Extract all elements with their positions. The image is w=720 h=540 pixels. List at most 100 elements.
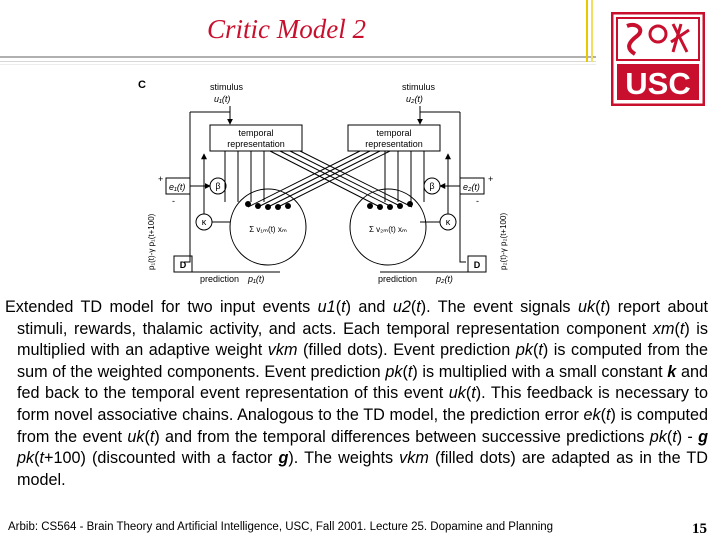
- caption-text: (: [666, 427, 673, 446]
- caption-text: ) is multiplied with an adaptive weight: [17, 319, 708, 360]
- caption-text: (: [595, 298, 601, 316]
- td-model-diagram: C stimulus u₁(t) stimulus u₂(t) temporal…: [138, 79, 508, 284]
- logo-emblem-center: [648, 24, 668, 44]
- footer-text: Arbib: CS564 - Brain Theory and Artifici…: [8, 521, 554, 533]
- caption-text: (: [34, 449, 40, 468]
- prediction-right-label: prediction: [378, 274, 417, 284]
- caption-text: (: [532, 341, 539, 360]
- vertical-right-label: p₂(t)-γ p₂(t+100): [499, 213, 508, 270]
- temporal-left-1: temporal: [238, 128, 273, 138]
- error-right-label: e₂(t): [463, 182, 480, 192]
- beta-right-label: β: [429, 181, 434, 191]
- caption-paragraph: Extended TD model for two input events u…: [5, 297, 708, 491]
- plus-left: +: [158, 174, 163, 184]
- caption-var: pk: [385, 362, 403, 381]
- caption-text: (: [402, 362, 408, 381]
- caption-var: g: [278, 449, 289, 468]
- temporal-right-1: temporal: [376, 128, 411, 138]
- accent-line-2: [591, 0, 593, 62]
- minus-right: -: [476, 196, 479, 206]
- temporal-right-2: representation: [365, 139, 423, 149]
- sum-right-label: Σ v₂ₘ(t) xₘ: [369, 225, 407, 234]
- vertical-left-label: p₁(t)-γ p₁(t+100): [147, 213, 156, 270]
- caption-var: t: [471, 384, 476, 403]
- caption-var: vkm: [399, 449, 429, 468]
- caption-var: t: [672, 427, 677, 446]
- caption-text: ) is computed from the event: [17, 405, 708, 446]
- slide-title: Critic Model 2: [207, 14, 366, 44]
- caption-text: ). The event signals: [420, 298, 578, 316]
- caption-var: t: [538, 341, 543, 360]
- temporal-box-left: [209, 124, 303, 152]
- kappa-right-label: κ: [446, 217, 451, 227]
- caption-text: (: [674, 319, 680, 338]
- kappa-left-label: κ: [202, 217, 207, 227]
- stimulus-left-label: stimulus: [210, 82, 244, 92]
- caption-var: vkm: [267, 341, 298, 360]
- caption-text: ) and: [345, 298, 393, 316]
- usc-logo: USC: [611, 12, 705, 106]
- temporal-left-2: representation: [227, 139, 285, 149]
- accent-line: [586, 0, 588, 62]
- delay-box-left: [173, 255, 193, 273]
- caption-var: t: [416, 298, 421, 316]
- delay-right-label: D: [474, 260, 481, 270]
- caption-text: Extended TD model for two input events: [5, 298, 318, 316]
- caption-var: t: [606, 405, 611, 424]
- caption-var: t: [600, 298, 605, 316]
- title-rule-shadow-2: [0, 64, 596, 65]
- caption-var: uk: [448, 384, 466, 403]
- sum-left-label: Σ v₁ₘ(t) xₘ: [249, 225, 287, 234]
- temporal-box-right: [347, 124, 441, 152]
- caption-var: g: [698, 427, 708, 446]
- caption-text: ) is computed from the sum of the weight…: [17, 341, 708, 381]
- caption-var: t: [149, 427, 155, 446]
- minus-left: -: [172, 196, 175, 206]
- page-number: 15: [692, 521, 707, 537]
- caption-text: ) and from the temporal differences betw…: [154, 427, 650, 446]
- caption-var: k: [667, 362, 677, 381]
- caption-text: ) -: [676, 427, 699, 446]
- logo-emblem-right: [670, 23, 690, 53]
- caption-var: pk: [649, 427, 667, 446]
- caption-text: (: [410, 298, 417, 316]
- caption-var: xm: [652, 319, 675, 338]
- sum-circle-left: [229, 188, 307, 266]
- caption-text: (: [600, 405, 607, 424]
- caption-var: uk: [127, 427, 145, 446]
- beta-left-label: β: [215, 181, 220, 191]
- caption-text: +100) (discounted with a factor: [44, 449, 279, 468]
- prediction-left-label: prediction: [200, 274, 239, 284]
- caption-text: (: [144, 427, 150, 446]
- caption-var: u2: [392, 298, 411, 316]
- caption-var: pk: [515, 341, 533, 360]
- caption-var: u1: [317, 298, 336, 316]
- caption-text: ). This feedback is necessary to form no…: [17, 384, 708, 424]
- title-rule-shadow: [0, 61, 596, 62]
- logo-emblem-left: [626, 23, 643, 56]
- plus-right: +: [488, 174, 493, 184]
- caption-var: uk: [577, 298, 596, 316]
- caption-var: t: [341, 298, 346, 316]
- caption: Extended TD model for two input events u…: [5, 297, 708, 491]
- caption-text: (filled dots) are adapted as in the TD m…: [17, 449, 708, 489]
- stimulus-right-label: stimulus: [402, 82, 436, 92]
- delay-left-label: D: [180, 260, 187, 270]
- caption-var: t: [679, 319, 685, 338]
- caption-text: ). The weights: [288, 449, 400, 468]
- logo-text-box: [617, 64, 699, 100]
- error-left-label: e₁(t): [169, 182, 185, 192]
- prediction-right-var: p₂(t): [435, 274, 453, 284]
- caption-text: and fed back to the temporal event repre…: [17, 362, 708, 403]
- caption-text: (: [335, 298, 342, 316]
- caption-var: ek: [583, 405, 601, 424]
- caption-text: ) is multiplied with a small constant: [412, 362, 668, 381]
- title-rule: [0, 56, 596, 58]
- stimulus-right-var: u₂(t): [406, 94, 423, 104]
- prediction-left-var: p₁(t): [247, 274, 264, 284]
- sum-circle-right: [349, 188, 427, 266]
- caption-text: (filled dots). Event prediction: [297, 341, 516, 360]
- caption-var: t: [39, 449, 45, 468]
- caption-var: t: [407, 362, 413, 381]
- panel-label: C: [138, 79, 146, 91]
